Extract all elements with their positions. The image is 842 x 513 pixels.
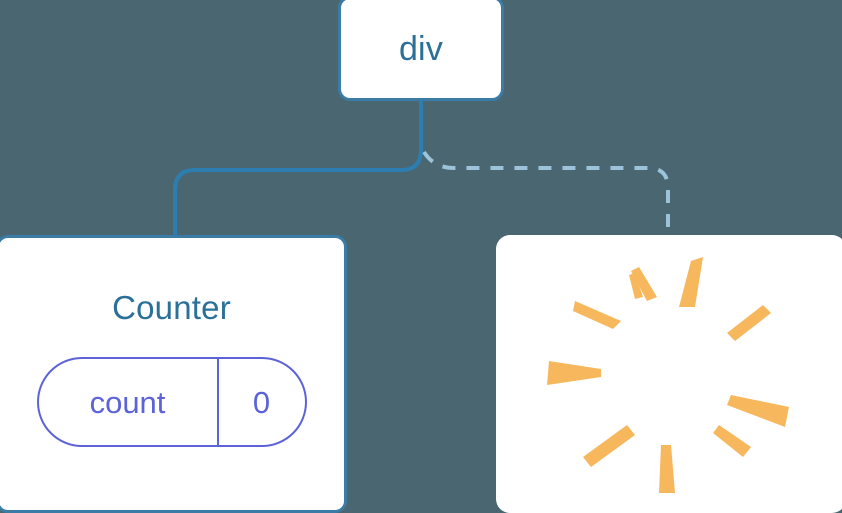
edge-div-to-sparkle [422, 150, 670, 240]
edge-div-to-counter [173, 97, 423, 242]
node-div-label: div [398, 29, 444, 68]
sparkle-burst-icon [547, 257, 789, 493]
state-pill[interactable]: count 0 [36, 357, 307, 447]
state-pill-divider [216, 359, 219, 445]
node-sparkle[interactable] [496, 235, 842, 513]
node-div[interactable]: div [338, 0, 504, 101]
node-counter-label: Counter [112, 289, 231, 326]
node-counter[interactable]: Counter count 0 [0, 235, 347, 513]
state-pill-value: 0 [252, 384, 271, 420]
state-pill-key: count [89, 384, 166, 420]
